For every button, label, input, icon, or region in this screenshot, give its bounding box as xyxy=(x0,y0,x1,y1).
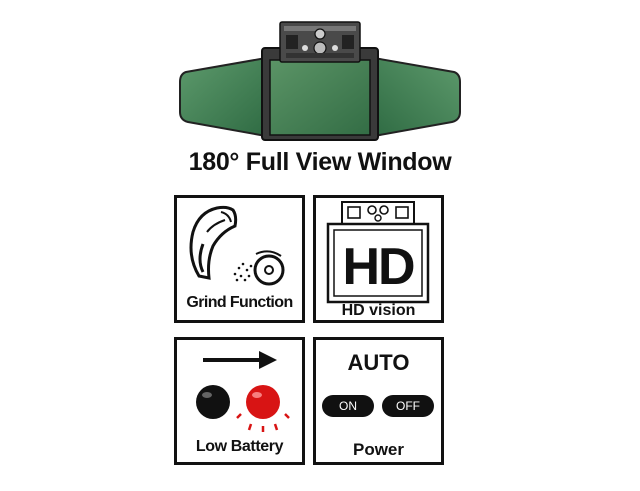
hd-cartridge-frame xyxy=(326,201,430,304)
low-battery-tile: Low Battery xyxy=(174,337,305,465)
hd-vision-label: HD vision xyxy=(341,302,416,319)
auto-heading: AUTO xyxy=(347,350,410,375)
red-led-icon xyxy=(246,385,280,419)
low-battery-label: Low Battery xyxy=(195,438,284,455)
grind-function-tile: Grind Function xyxy=(174,195,305,323)
auto-power-tile: AUTO ON OFF Power xyxy=(313,337,444,465)
full-view-lens-illustration xyxy=(179,21,461,141)
on-toggle-badge: ON xyxy=(322,395,374,417)
page-title: 180° Full View Window xyxy=(188,148,452,176)
center-lens xyxy=(269,59,371,136)
black-led-icon xyxy=(196,385,230,419)
right-side-lens xyxy=(373,56,461,138)
grinding-helmet-icon xyxy=(189,205,285,286)
delay-knob-icon xyxy=(314,28,326,40)
shade-knob-icon xyxy=(313,41,327,55)
hd-badge: HD xyxy=(342,238,415,296)
left-side-lens xyxy=(179,56,267,138)
off-toggle-badge: OFF xyxy=(382,395,434,417)
power-label: Power xyxy=(352,440,405,459)
low-battery-indicator-icon xyxy=(196,351,290,432)
hd-vision-tile: HD HD vision xyxy=(313,195,444,323)
arrow-right-icon xyxy=(259,351,277,369)
grind-function-label: Grind Function xyxy=(186,294,293,311)
